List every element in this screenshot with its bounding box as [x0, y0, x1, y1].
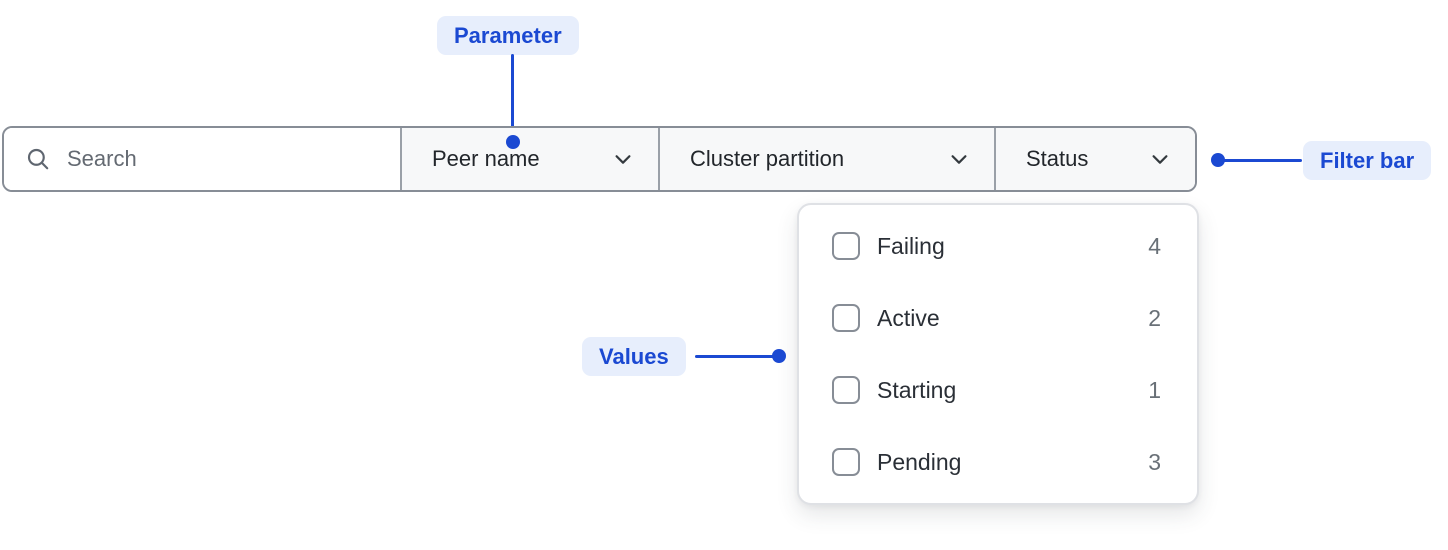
cluster-partition-dropdown-button[interactable]: Cluster partition: [658, 128, 994, 190]
search-section: [4, 128, 400, 190]
chevron-down-icon: [612, 148, 634, 170]
option-label: Active: [877, 304, 940, 331]
filter-bar-annotation-badge: Filter bar: [1303, 141, 1432, 180]
peer-name-dropdown-button[interactable]: Peer name: [400, 128, 658, 190]
search-input[interactable]: [67, 146, 384, 172]
chevron-down-icon: [1149, 148, 1171, 170]
checkbox-icon[interactable]: [832, 304, 860, 332]
values-callout-line: [695, 355, 779, 358]
status-option-failing[interactable]: Failing 4: [799, 210, 1197, 282]
option-count: 2: [1148, 304, 1161, 331]
option-label: Pending: [877, 448, 962, 475]
option-count: 1: [1148, 376, 1161, 403]
values-annotation-badge: Values: [582, 337, 686, 376]
checkbox-icon[interactable]: [832, 376, 860, 404]
status-option-active[interactable]: Active 2: [799, 282, 1197, 354]
parameter-callout-line: [511, 54, 514, 138]
status-dropdown-button[interactable]: Status: [994, 128, 1195, 190]
status-dropdown-label: Status: [1026, 146, 1089, 171]
option-count: 4: [1148, 232, 1161, 259]
filter-bar: Peer name Cluster partition Status: [2, 126, 1197, 192]
peer-name-dropdown-label: Peer name: [432, 146, 540, 171]
cluster-partition-dropdown-label: Cluster partition: [690, 146, 845, 171]
checkbox-icon[interactable]: [832, 448, 860, 476]
status-dropdown-panel: Failing 4 Active 2 Starting 1 Pending 3: [797, 203, 1199, 505]
filter-bar-callout-dot: [1211, 153, 1225, 167]
search-icon: [25, 146, 51, 172]
parameter-callout-dot: [506, 135, 520, 149]
filter-bar-callout-line: [1218, 159, 1302, 162]
option-count: 3: [1148, 448, 1161, 475]
option-label: Failing: [877, 232, 945, 259]
chevron-down-icon: [948, 148, 970, 170]
checkbox-icon[interactable]: [832, 232, 860, 260]
status-option-starting[interactable]: Starting 1: [799, 354, 1197, 426]
option-label: Starting: [877, 376, 957, 403]
status-option-pending[interactable]: Pending 3: [799, 426, 1197, 498]
parameter-annotation-badge: Parameter: [437, 16, 579, 55]
values-callout-dot: [772, 349, 786, 363]
